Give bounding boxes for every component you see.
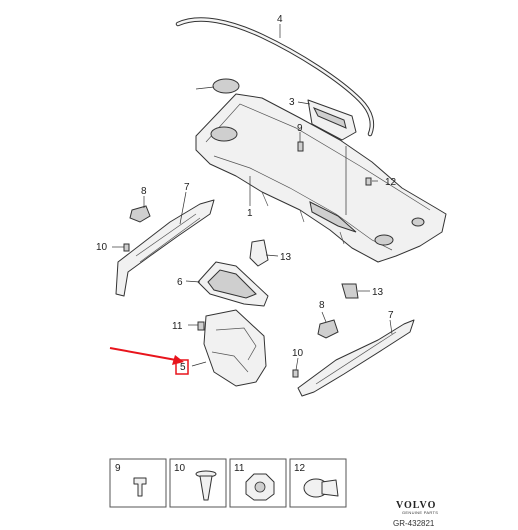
part-7-right-cover	[297, 319, 415, 397]
part-12-clip	[365, 177, 372, 186]
part-11-clip	[197, 321, 205, 331]
highlight-box	[175, 359, 189, 375]
callout-7-left: 7	[184, 182, 190, 193]
thumbnail-10-number: 10	[174, 463, 186, 474]
part-9-clip	[297, 141, 304, 152]
highlight-part-5	[109, 347, 189, 375]
callout-4: 4	[277, 14, 283, 25]
callout-8-left: 8	[141, 186, 147, 197]
part-4-seal-strip	[175, 17, 375, 137]
highlight-arrow-shaft	[109, 347, 177, 361]
part-7-left-cover	[115, 199, 215, 297]
callout-7-right: 7	[388, 310, 394, 321]
part-8-left-clip	[129, 205, 151, 223]
part-13-upper-clip	[249, 239, 269, 267]
part-3-bracket	[307, 99, 357, 141]
callout-11: 11	[172, 321, 183, 332]
thumbnail-11: 11	[229, 458, 287, 508]
thumbnail-9: 9	[109, 458, 167, 508]
callout-3: 3	[289, 97, 295, 108]
leader-lines	[112, 24, 393, 371]
screw-9-icon	[133, 477, 147, 497]
part-10-left-screw	[123, 243, 130, 252]
callout-10-left: 10	[96, 242, 108, 253]
callout-5: 5	[180, 362, 186, 373]
thumbnail-10: 10	[169, 458, 227, 508]
brand-tagline: GENUINE PARTS	[402, 510, 438, 515]
callout-8-right: 8	[319, 300, 325, 311]
thumbnail-12: 12	[289, 458, 347, 508]
thumbnail-11-number: 11	[234, 463, 245, 474]
brand-block: VOLVO GENUINE PARTS GR-432821	[393, 500, 438, 528]
part-10-right-screw	[292, 369, 299, 378]
thumbnail-12-number: 12	[294, 463, 306, 474]
part-1-cowl-panel	[195, 78, 447, 263]
part-8-right-clip	[317, 319, 339, 339]
callout-13-lower: 13	[372, 287, 384, 298]
callout-1: 1	[247, 208, 253, 219]
callout-6: 6	[177, 277, 183, 288]
part-5-water-box	[203, 309, 267, 387]
callout-9: 9	[297, 123, 303, 134]
part-6-gasket	[197, 261, 269, 307]
callouts: 4 3 9 12 1 8 7 10 13 6 13 8 7 11 10 5	[96, 14, 397, 373]
thumbnail-9-number: 9	[115, 463, 121, 474]
fastener-thumbnails: 9 10 11 12	[109, 458, 347, 508]
callout-10-right: 10	[292, 348, 304, 359]
brand-logo: VOLVO	[396, 500, 436, 511]
callout-13-upper: 13	[280, 252, 292, 263]
callout-12: 12	[385, 177, 397, 188]
diagram-reference: GR-432821	[393, 519, 435, 528]
part-13-lower-clip	[341, 283, 359, 299]
